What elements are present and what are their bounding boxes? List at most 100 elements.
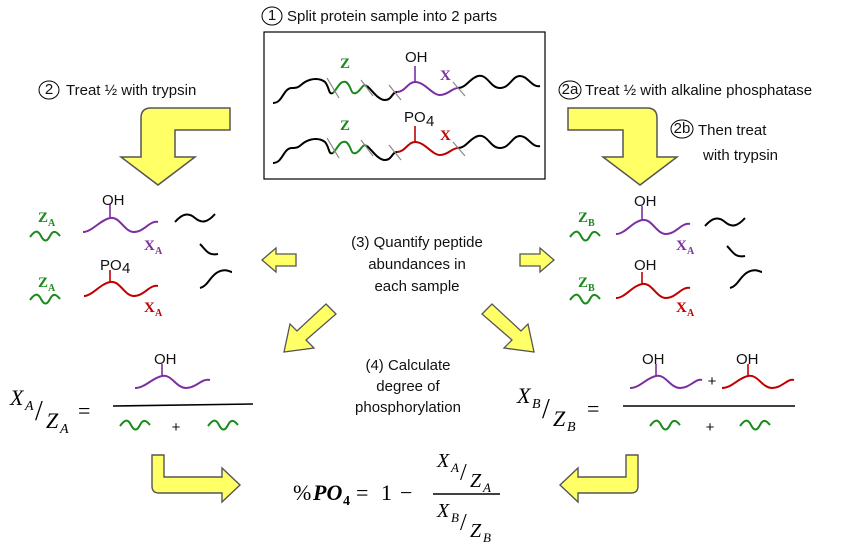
xa-label-right-bottom: X A [676, 300, 695, 319]
fraction-left: OH + [112, 351, 254, 436]
step-badge-2b [670, 119, 694, 139]
step-2-label: 2 Treat ½ with trypsin [38, 80, 196, 100]
final-equals: = [356, 480, 368, 505]
cut-mark [388, 144, 402, 161]
x-letter: X [676, 300, 687, 316]
arrow-left-curved [118, 107, 231, 186]
cut-mark [452, 81, 466, 97]
step-2b-line2: with trypsin [702, 147, 778, 164]
step-2a-label: 2a Treat ½ with alkaline phosphatase [558, 80, 812, 100]
za-label-bottom: Z A [38, 275, 56, 294]
x-letter: X [144, 300, 155, 316]
step-2b-label: 2b Then treat with trypsin [670, 119, 778, 164]
fraction-right: OH + OH + [623, 351, 795, 436]
step-badge-2a [558, 80, 582, 100]
frac-left-plus: + [172, 419, 181, 436]
protein-top-mid-segment [366, 85, 398, 102]
step-4-line1: (4) Calculate [365, 357, 450, 374]
peptide-zb-bottom [569, 293, 601, 305]
peptide-fragment [704, 217, 746, 227]
protein-bottom-po4-label: PO 4 [404, 109, 434, 130]
equation-xa-over-za: X A / Z A = [9, 385, 90, 437]
step-2b-line1: Then treat [698, 122, 767, 139]
final-den-z-sub: B [483, 530, 491, 545]
oh-label: OH [634, 257, 657, 274]
cut-mark [326, 137, 340, 159]
arrow-bottom-left [151, 454, 242, 504]
frac-right-oh-peptide [629, 374, 703, 390]
po-subscript: 4 [122, 260, 130, 277]
peptide-xa-oh [82, 216, 159, 234]
oh-label: OH [102, 192, 125, 209]
z-subscript: A [48, 283, 56, 294]
peptide-fragment [199, 243, 219, 256]
peptide-xb-oh-bottom [615, 282, 691, 300]
z-letter: Z [38, 210, 48, 226]
step-badge-2 [38, 80, 60, 100]
step-badge-1 [261, 6, 283, 26]
left-sample-peptides [29, 204, 233, 305]
final-den-x-sub: B [451, 510, 459, 525]
final-minus: − [400, 480, 412, 505]
cut-mark [388, 84, 402, 101]
eq-x: X [9, 385, 25, 410]
frac-right-plus-top: + [708, 373, 717, 390]
eq-z-sub: A [59, 422, 69, 437]
eq-z: Z [553, 406, 566, 431]
final-percent: % [293, 480, 311, 505]
xa-label-top: X A [144, 238, 163, 257]
protein-bottom-x-segment [396, 140, 459, 157]
step-3-line1: (3) Quantify peptide [351, 234, 483, 251]
final-po-bold: PO [312, 480, 342, 505]
step-4-label: (4) Calculate degree of phosphorylation [355, 357, 461, 416]
peptide-xa-po4 [83, 280, 159, 298]
protein-top-right-segment [457, 74, 541, 90]
final-num-z: Z [470, 470, 482, 492]
step-2a-text: Treat ½ with alkaline phosphatase [585, 82, 812, 99]
equation-xb-over-zb: X B / Z B = [516, 383, 599, 435]
step-badge-2a-text: 2a [562, 81, 579, 98]
eq-x-sub: B [532, 397, 541, 412]
protein-bottom-z-label: Z [340, 118, 350, 134]
xa-label-right-top: X A [676, 238, 695, 257]
x-subscript: A [155, 246, 163, 257]
protein-bottom-left-segment [272, 138, 334, 164]
zb-label-bottom: Z B [578, 275, 595, 294]
peptide-za-top [29, 230, 61, 242]
z-letter: Z [578, 275, 588, 291]
za-label-top: Z A [38, 210, 56, 229]
final-num-z-sub: A [482, 480, 491, 495]
peptide-fragment [199, 269, 233, 289]
x-subscript: A [687, 246, 695, 257]
frac-left-z1 [119, 419, 151, 431]
protein-top-left-segment [272, 78, 334, 104]
peptide-xb-oh-top [615, 218, 691, 236]
cut-marks-top [326, 77, 466, 101]
final-num-slash: / [460, 460, 467, 486]
frac-left-bar [112, 403, 254, 407]
final-one: 1 [381, 480, 392, 505]
oh-label: OH [736, 351, 759, 368]
x-letter: X [144, 238, 155, 254]
step-2-text: Treat ½ with trypsin [66, 82, 196, 99]
frac-left-oh-peptide [134, 374, 211, 390]
peptide-fragment [729, 269, 763, 289]
eq-z-sub: B [567, 420, 576, 435]
po-text: PO [404, 109, 426, 126]
eq-x: X [516, 383, 532, 408]
frac-right-plus: + [706, 419, 715, 436]
peptide-zb-top [569, 230, 601, 242]
protein-sample-box [263, 31, 546, 180]
z-subscript: A [48, 218, 56, 229]
z-letter: Z [578, 210, 588, 226]
xa-label-bottom: X A [144, 300, 163, 319]
eq-slash: / [542, 394, 550, 425]
peptide-fragment [726, 245, 746, 258]
po-subscript: 4 [426, 113, 434, 130]
arrow-diagonal-left [283, 303, 337, 353]
oh-label: OH [642, 351, 665, 368]
protein-top-oh-label: OH [405, 49, 428, 66]
protein-bottom-right-segment [457, 134, 541, 150]
po4-label-left: PO 4 [100, 257, 130, 277]
